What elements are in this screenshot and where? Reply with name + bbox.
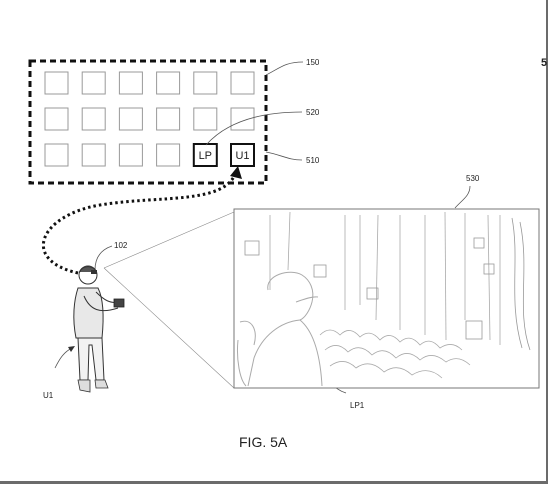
screen-view [233, 208, 540, 389]
grid-cell [81, 143, 106, 167]
ref-label-102: 102 [114, 241, 128, 250]
grid-cell [81, 107, 106, 131]
grid-cell [44, 71, 69, 95]
avatar-grid: LP U1 [44, 71, 255, 167]
sheet-number: 5 [541, 57, 547, 69]
leader-520 [205, 111, 303, 146]
grid-cell [118, 71, 143, 95]
ref-label-u1: U1 [43, 391, 54, 400]
grid-cell [230, 71, 255, 95]
figure-caption: FIG. 5A [239, 434, 288, 450]
grid-cell-label: LP [199, 150, 212, 162]
grid-cell [44, 143, 69, 167]
grid-cell [118, 143, 143, 167]
ref-label-530: 530 [466, 174, 480, 183]
grid-cell [118, 107, 143, 131]
grid-cell [156, 71, 181, 95]
grid-cell [230, 107, 255, 131]
ref-label-510: 510 [306, 156, 320, 165]
grid-cell-highlighted [192, 143, 218, 167]
leader-150 [265, 61, 304, 76]
view-line-top [103, 211, 235, 269]
grid-cell [81, 71, 106, 95]
user-pointer-arrowhead [68, 346, 75, 352]
ref-label-lp1: LP1 [350, 401, 365, 410]
selection-arrowhead [230, 166, 242, 179]
user-pointer-arrow [54, 347, 73, 369]
user-figure [73, 265, 125, 393]
grid-cell-label: U1 [235, 150, 249, 162]
grid-cell [156, 143, 181, 167]
view-line-bottom [103, 267, 235, 389]
leader-530 [454, 185, 471, 209]
grid-cell [156, 107, 181, 131]
selection-path [41, 171, 238, 275]
grid-cell [193, 107, 218, 131]
grid-cell [193, 71, 218, 95]
ref-label-520: 520 [306, 108, 320, 117]
figure-frame [0, 0, 548, 484]
grid-cell [44, 107, 69, 131]
avatar-grid-boundary [28, 59, 268, 185]
grid-cell-highlighted [230, 143, 255, 167]
leader-510 [265, 151, 303, 161]
ref-label-150: 150 [306, 58, 320, 67]
leader-102 [94, 245, 113, 271]
